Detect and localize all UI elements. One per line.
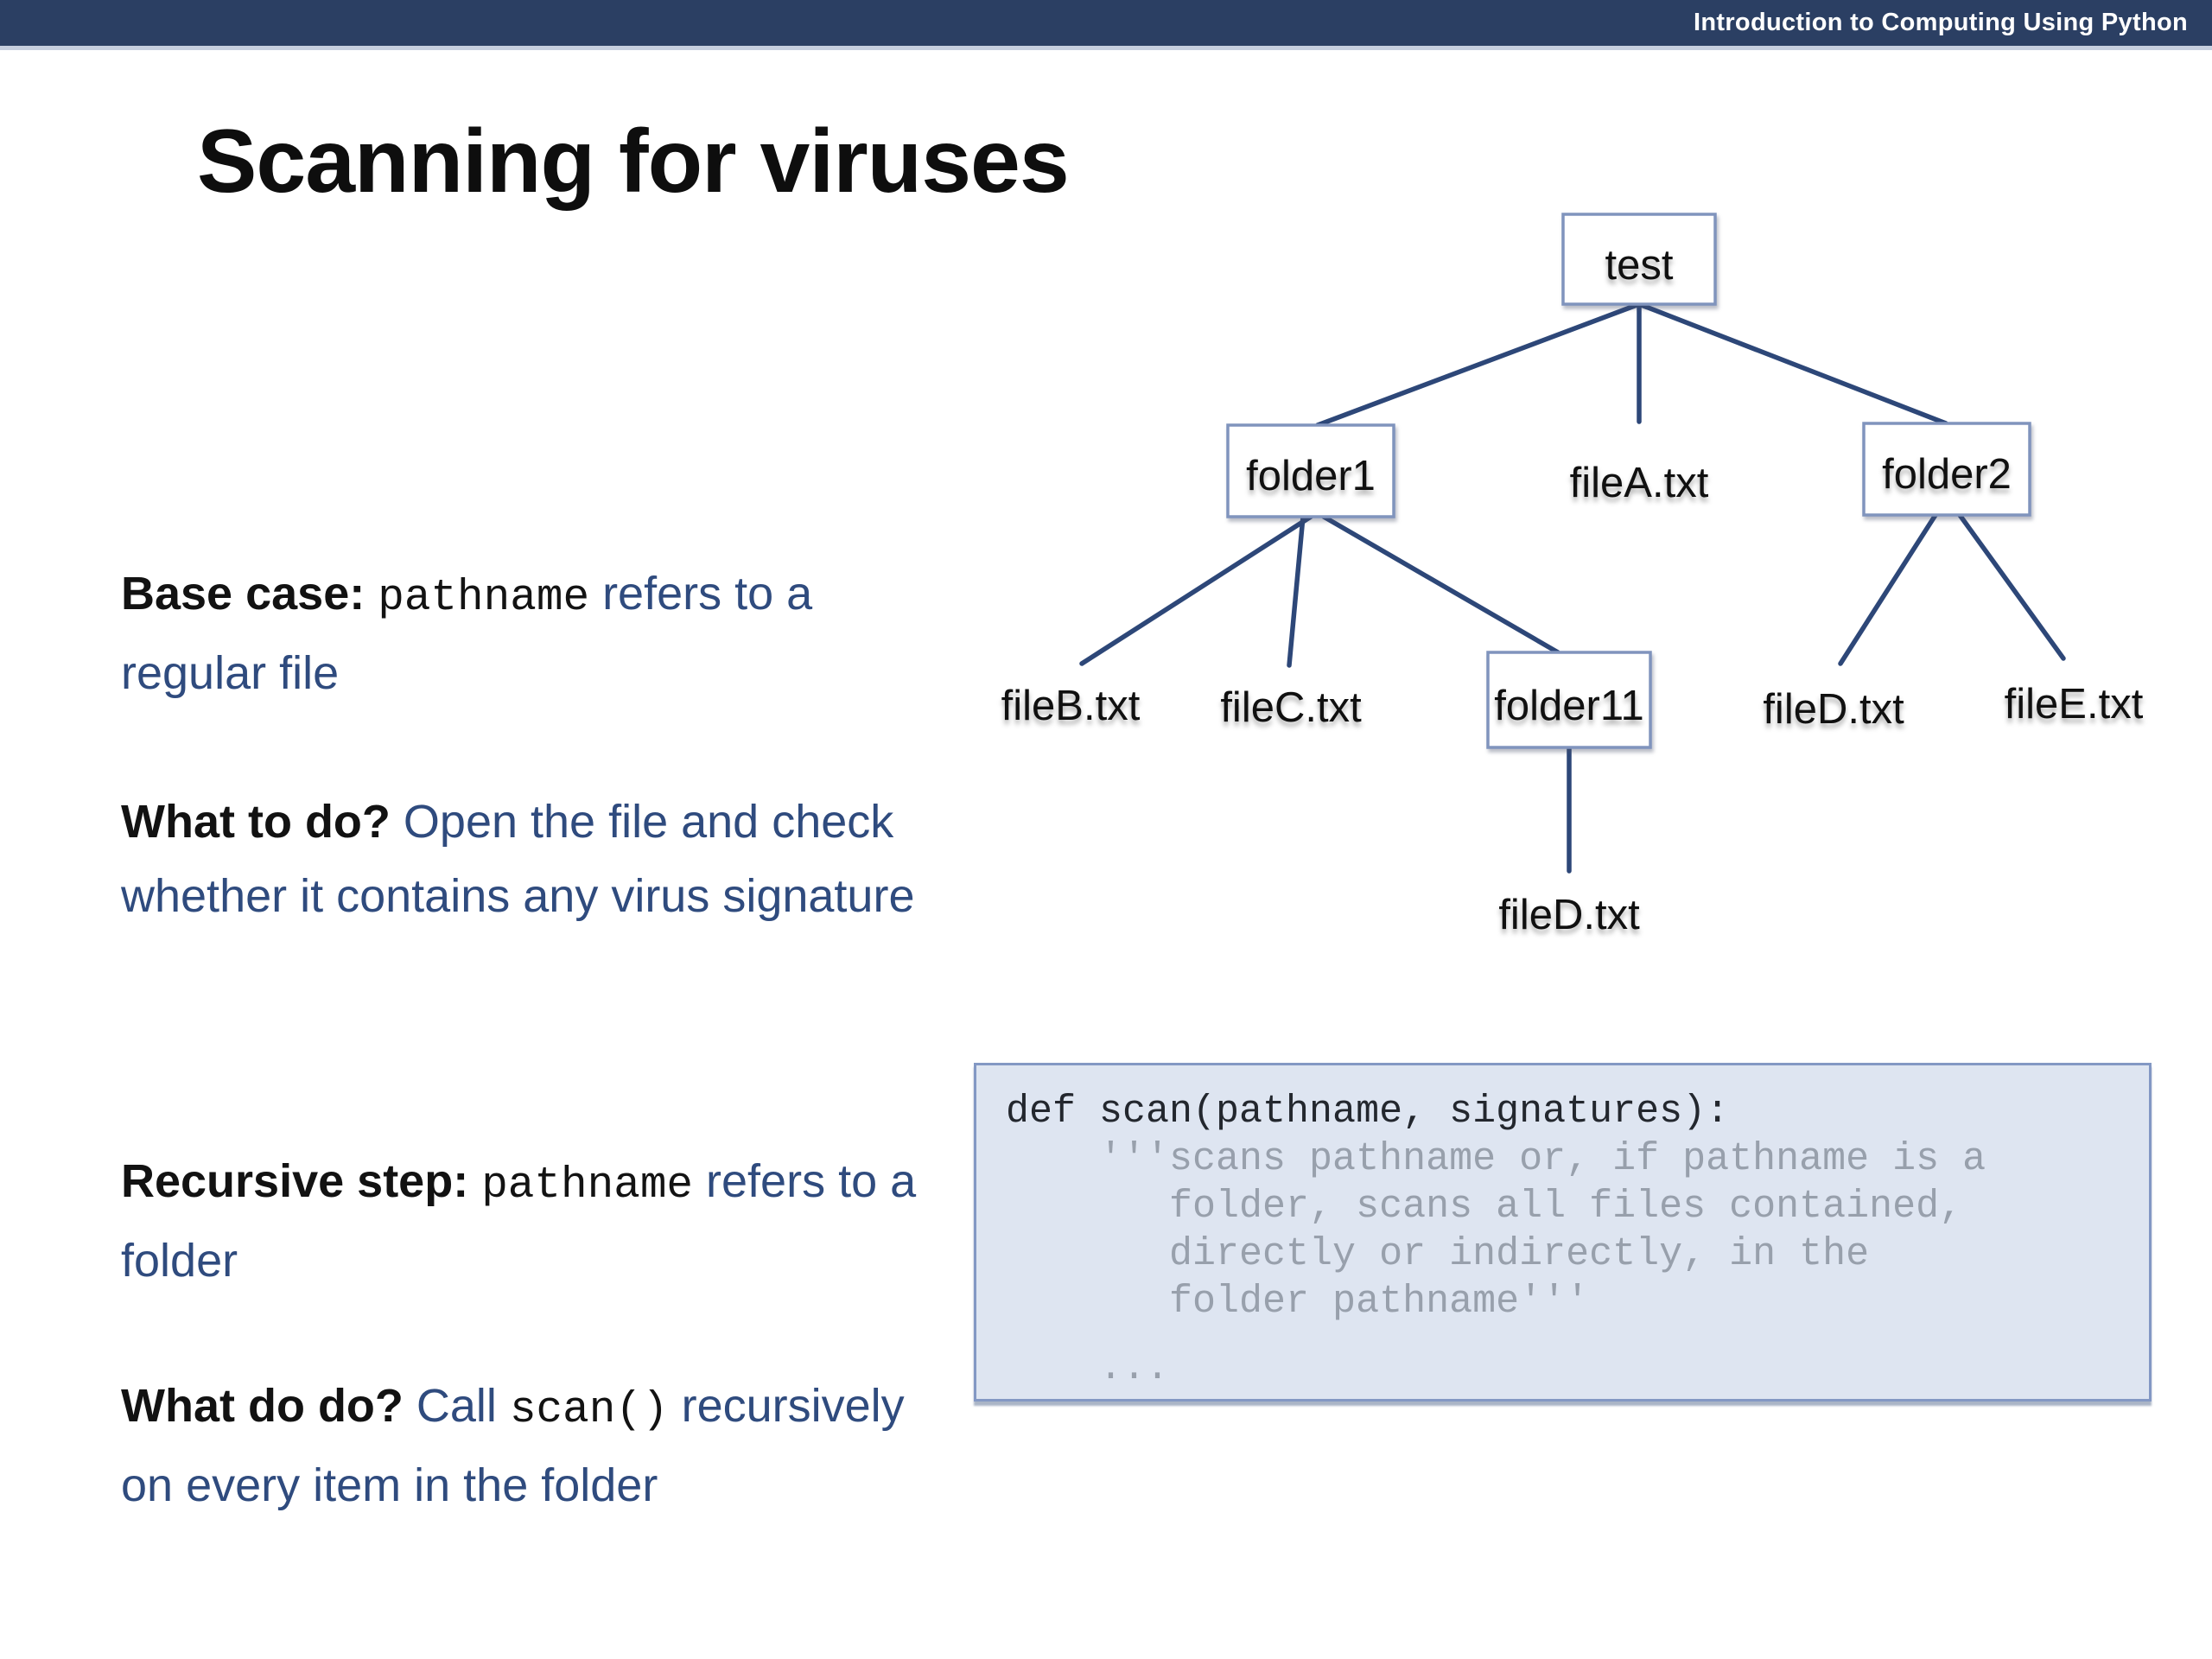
tree-node-fileE-label: fileE.txt	[2005, 681, 2144, 728]
tree-node-test-label: test	[1605, 242, 1674, 289]
inline-code-pathname: pathname	[481, 1161, 694, 1211]
tree-edge-folder1-folder11	[1321, 514, 1560, 655]
code-line: def scan(pathname, signatures):	[1006, 1090, 1730, 1134]
inline-code-pathname: pathname	[378, 574, 590, 623]
note-text: refers to a folder	[121, 1155, 917, 1287]
tree-node-fileD-folder11-label: fileD.txt	[1498, 892, 1640, 938]
tree-node-fileA-label: fileA.txt	[1570, 460, 1709, 506]
note-what-to-do-folder: What do do? Call scan() recursively on e…	[121, 1369, 933, 1522]
inline-code-scan-call: scan()	[509, 1386, 669, 1435]
tree-edge-folder2-fileE	[1957, 512, 2066, 661]
tree-node-test-box	[1561, 213, 1717, 306]
tree-node-folder2-label: folder2	[1882, 451, 2012, 498]
note-text: refers to a regular file	[121, 568, 813, 699]
note-label: What to do?	[121, 796, 404, 848]
tree-edge-folder2-fileD	[1838, 512, 1938, 666]
code-line: folder, scans all files contained,	[1006, 1185, 1963, 1229]
code-line-blank	[1006, 1325, 2120, 1344]
header-brand: Introduction to Computing Using Python	[1694, 9, 2188, 36]
code-line: ...	[1006, 1346, 1170, 1390]
tree-node-folder11-label: folder11	[1494, 683, 1643, 729]
tree-node-fileC-label: fileC.txt	[1220, 684, 1362, 731]
note-what-to-do-file: What to do? Open the file and check whet…	[121, 785, 933, 933]
note-recursive-step: Recursive step: pathname refers to a fol…	[121, 1144, 933, 1298]
note-base-case: Base case: pathname refers to a regular …	[121, 556, 933, 710]
note-label: Recursive step:	[121, 1155, 482, 1207]
note-label: Base case:	[121, 568, 378, 620]
header-bar: Introduction to Computing Using Python	[0, 0, 2212, 50]
code-line: directly or indirectly, in the	[1006, 1232, 1870, 1276]
note-text: Call	[416, 1380, 510, 1432]
file-tree-diagram: test folder1 fileA.txt folder2 fileB.txt…	[1001, 213, 2144, 938]
tree-node-folder11-box	[1486, 651, 1652, 749]
tree-edge-folder1-fileB	[1079, 514, 1313, 666]
tree-edge-test-folder2	[1637, 302, 1948, 426]
page-title: Scanning for viruses	[197, 111, 1070, 212]
note-label: What do do?	[121, 1380, 416, 1432]
code-snippet-box: def scan(pathname, signatures): '''scans…	[974, 1063, 2152, 1402]
note-text: Open the file and check whether it conta…	[121, 796, 915, 922]
tree-node-folder1-box	[1226, 423, 1395, 518]
tree-node-fileB-label: fileB.txt	[1001, 683, 1141, 729]
tree-node-fileD-folder2-label: fileD.txt	[1763, 686, 1904, 733]
tree-edge-folder1-fileC	[1287, 514, 1306, 668]
note-text: recursively on every item in the folder	[121, 1380, 905, 1511]
tree-edge-test-folder1	[1315, 302, 1642, 428]
tree-node-folder1-label: folder1	[1246, 453, 1376, 499]
code-line: '''scans pathname or, if pathname is a	[1006, 1137, 1986, 1181]
code-line: folder pathname'''	[1006, 1280, 1590, 1324]
tree-node-folder2-box	[1862, 422, 2031, 517]
